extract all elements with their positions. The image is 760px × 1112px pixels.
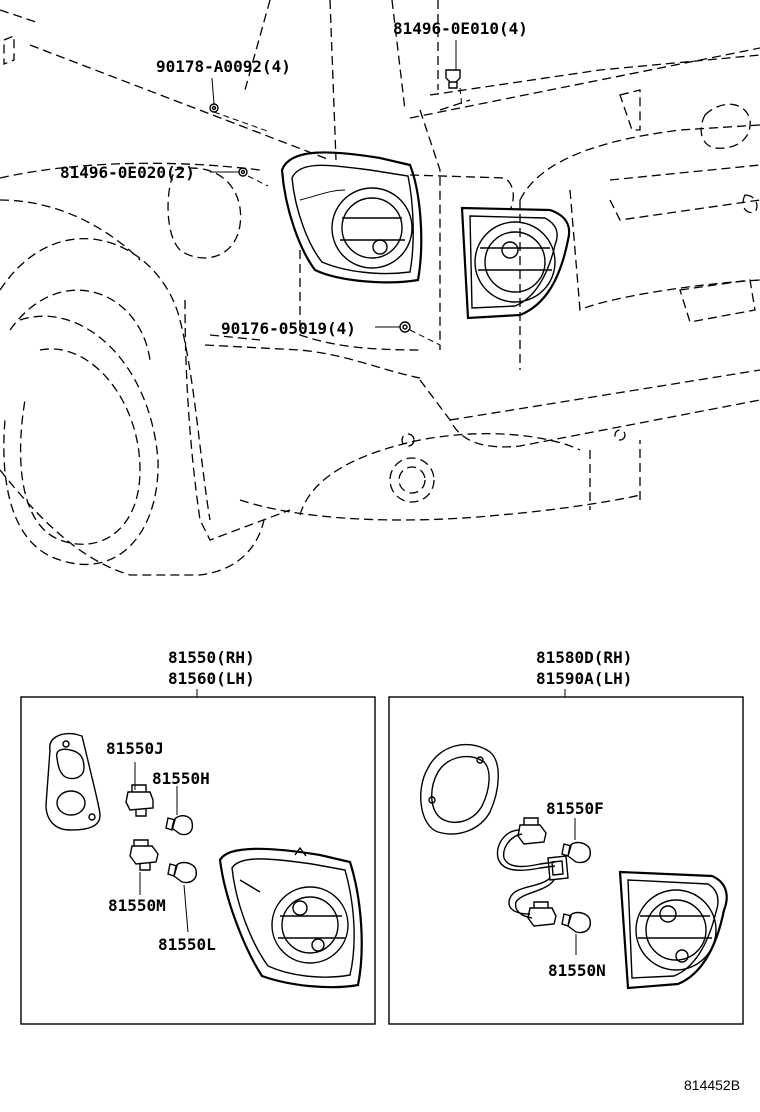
label-clip-top: 81496-0E010(4) <box>393 19 528 38</box>
label-clip-mid: 81496-0E020(2) <box>60 163 195 182</box>
screw-icon <box>209 103 219 113</box>
clip-icon <box>445 69 461 89</box>
bulb-icon <box>561 911 591 934</box>
label-assy-back-lh: 81590A(LH) <box>536 669 632 688</box>
back-door-lamp-assembly-box <box>388 696 744 1025</box>
bulb-icon <box>165 815 194 836</box>
label-assy-back-rh: 81580D(RH) <box>536 648 632 667</box>
label-socket-m: 81550M <box>108 896 166 915</box>
label-bulb-l: 81550L <box>158 935 216 954</box>
rear-combination-lamp-mounted <box>280 151 423 284</box>
label-socket-j: 81550J <box>106 739 164 758</box>
clip-icon <box>238 167 248 177</box>
back-door-lamp-unit <box>618 870 728 990</box>
rear-lamp-assembly-box <box>20 696 376 1025</box>
rear-combination-lamp-unit <box>218 846 363 989</box>
gasket-icon <box>45 732 101 831</box>
label-screw-low: 90176-05019(4) <box>221 319 356 338</box>
label-assy-rear-rh: 81550(RH) <box>168 648 255 667</box>
nut-icon <box>399 321 411 333</box>
back-door-lamp-mounted <box>460 206 571 320</box>
bulb-icon <box>167 861 197 884</box>
label-screw-top: 90178-A0092(4) <box>156 57 291 76</box>
diagram-reference-number: 814452B <box>684 1077 740 1093</box>
socket-icon <box>129 839 159 871</box>
label-bulb-f: 81550F <box>546 799 604 818</box>
socket-icon <box>125 784 154 817</box>
label-assy-rear-lh: 81560(LH) <box>168 669 255 688</box>
gasket-icon <box>420 743 499 835</box>
bulb-icon <box>561 841 591 864</box>
label-socket-n: 81550N <box>548 961 606 980</box>
wire-harness-socket-icon <box>496 817 569 927</box>
vehicle-rear-outline <box>0 0 760 576</box>
label-bulb-h: 81550H <box>152 769 210 788</box>
